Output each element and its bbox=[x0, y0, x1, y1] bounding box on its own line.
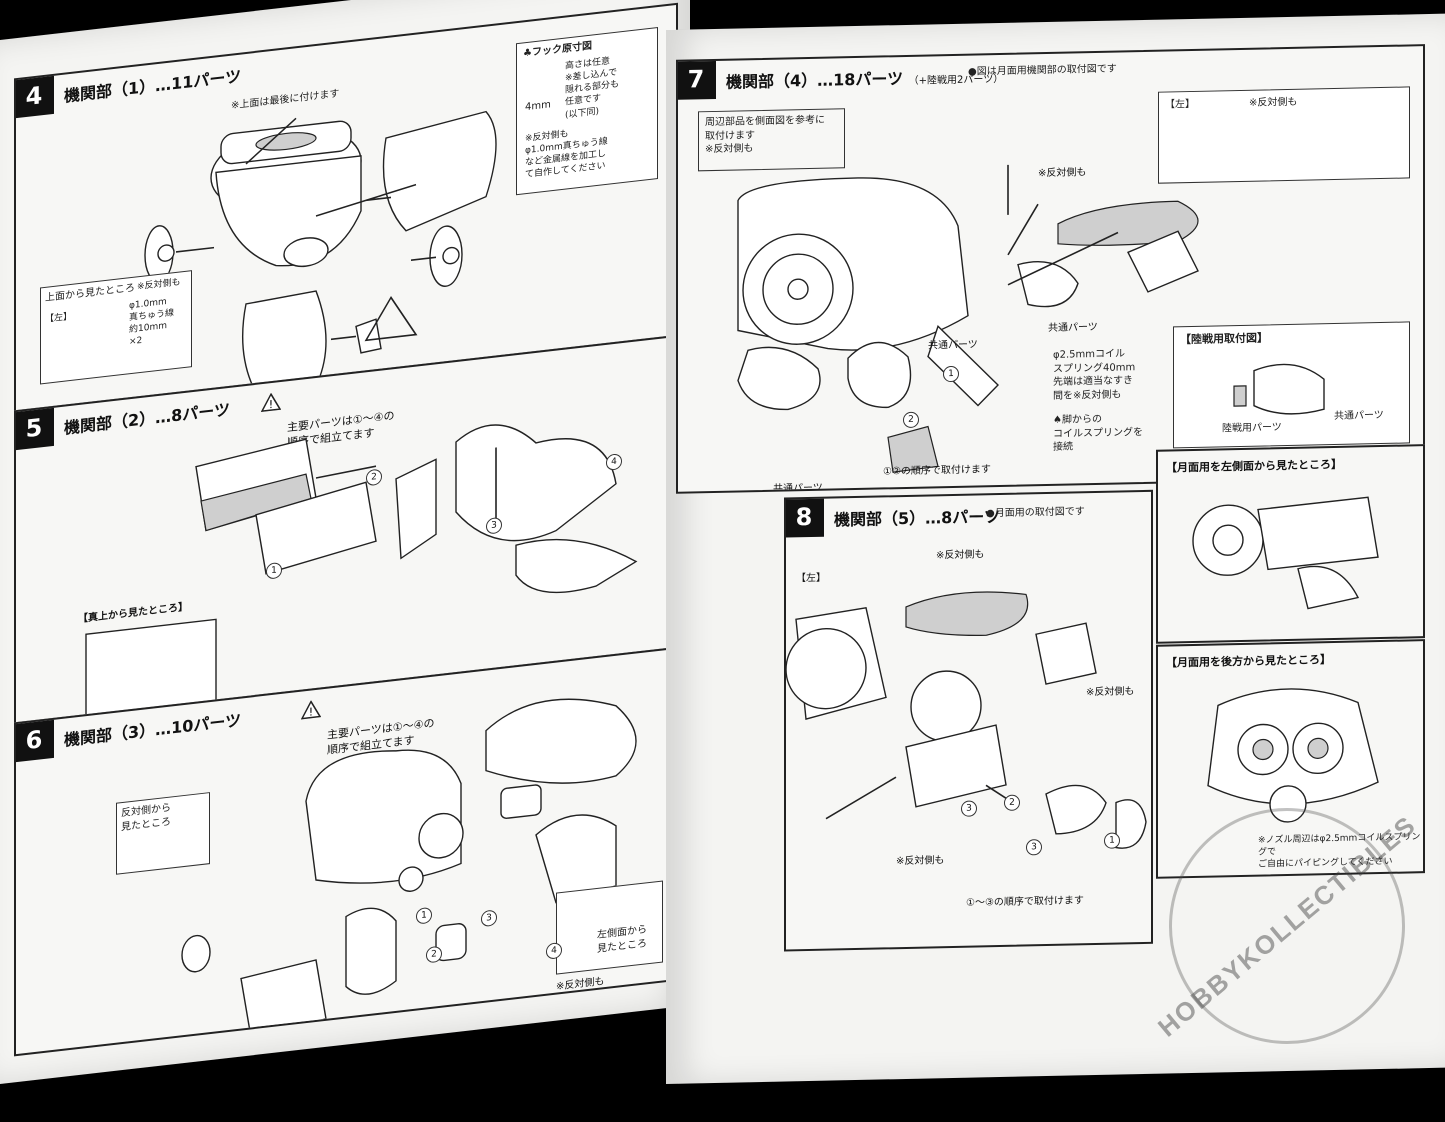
top-view-mirror: ※反対側も bbox=[137, 277, 181, 293]
engine-nozzle-illustration bbox=[786, 591, 1147, 849]
mirror-parts-box: 【左】 ※反対側も bbox=[1158, 86, 1410, 184]
side-view-illustration bbox=[1192, 496, 1379, 610]
common-parts-label: 共通パーツ bbox=[928, 339, 978, 352]
wire-spec: φ1.0mm 真ちゅう線 約10mm ×2 bbox=[129, 296, 175, 348]
mirror-note: ※反対側も bbox=[1038, 167, 1087, 180]
assembly-warning: ! 主要パーツは①～④の 順序で組立てます bbox=[261, 377, 395, 454]
hook-note: ※反対側も φ1.0mm真ちゅう線 など金属線を加工し て自作してください bbox=[525, 129, 608, 181]
engine-parts-illustration bbox=[85, 424, 638, 723]
ground-parts-illustration bbox=[1233, 363, 1325, 415]
engine-body-illustration bbox=[181, 698, 637, 1039]
svg-text:!: ! bbox=[269, 398, 273, 411]
ground-mount-box: 【陸戦用取付図】 陸戦用パーツ 共通パーツ bbox=[1173, 321, 1410, 449]
hook-size: 4mm bbox=[525, 99, 551, 114]
hook-text: 高さは任意 ※差し込んで 隠れる部分も 任意です (以下同) bbox=[565, 56, 620, 121]
left-view-box: 左側面から 見たところ bbox=[556, 880, 663, 975]
assembly-warning: ! 主要パーツは①～④の 順序で組立てます bbox=[301, 684, 435, 761]
step7-panel: 7 機関部（4）…18パーツ （+陸戦用2パーツ） ●図は月面用機関部の取付図で… bbox=[676, 44, 1425, 494]
rear-view-illustration bbox=[1207, 688, 1379, 823]
top-view-side: 【左】 bbox=[45, 311, 73, 325]
rear-view-panel: 【月面用を後方から見たところ】 ※ノズル周辺はφ2.5mmコイルスプリングで ご… bbox=[1156, 639, 1425, 879]
mirror-view-box: 反対側から 見たところ bbox=[116, 792, 210, 875]
right-page: 7 機関部（4）…18パーツ （+陸戦用2パーツ） ●図は月面用機関部の取付図で… bbox=[666, 13, 1445, 1085]
left-view-label: 左側面から 見たところ bbox=[597, 924, 647, 955]
engine-assembly-illustration bbox=[144, 110, 552, 394]
common-parts-label: 共通パーツ bbox=[1048, 321, 1098, 334]
step8-panel: 8 機関部（5）…8パーツ ●月面用の取付図です 【左】 ※反対側も ※反対側も… bbox=[784, 489, 1153, 952]
warning-icon: ! bbox=[301, 700, 321, 720]
step4-panel: 4 機関部（1）…11パーツ ※上面は最後に付けます ♣フック原寸図 4mm 高… bbox=[14, 2, 678, 413]
svg-text:!: ! bbox=[309, 705, 313, 718]
leg-spring-note: ♠脚からの コイルスプリングを 接続 bbox=[1053, 413, 1143, 453]
mirror-view-label: 反対側から 見たところ bbox=[121, 802, 171, 833]
common-parts-label: 共通パーツ bbox=[773, 482, 823, 494]
hook-template-box: ♣フック原寸図 4mm 高さは任意 ※差し込んで 隠れる部分も 任意です (以下… bbox=[516, 27, 658, 196]
step6-panel: 6 機関部（3）…10パーツ ! 主要パーツは①～④の 順序で組立てます 反対側… bbox=[14, 646, 678, 1057]
top-view-box: 上面から見たところ ※反対側も 【左】 φ1.0mm 真ちゅう線 約10mm ×… bbox=[40, 270, 192, 385]
left-label: 【左】 bbox=[1165, 98, 1195, 111]
mirror-note: ※反対側も bbox=[1249, 96, 1298, 109]
engine-side-illustration bbox=[737, 164, 1199, 473]
side-view-panel: 【月面用を左側面から見たところ】 bbox=[1156, 444, 1425, 644]
warning-icon: ! bbox=[261, 392, 281, 413]
left-page: 4 機関部（1）…11パーツ ※上面は最後に付けます ♣フック原寸図 4mm 高… bbox=[0, 0, 690, 1085]
spring-note: φ2.5mmコイル スプリング40mm 先端は適当なすき 間を※反対側も bbox=[1053, 348, 1136, 402]
top-view-label: 上面から見たところ bbox=[45, 282, 135, 304]
order-note: ①②の順序で取付けます bbox=[883, 464, 991, 478]
step5-panel: 5 機関部（2）…8パーツ ! 主要パーツは①～④の 順序で組立てます 2 3 … bbox=[14, 334, 678, 725]
